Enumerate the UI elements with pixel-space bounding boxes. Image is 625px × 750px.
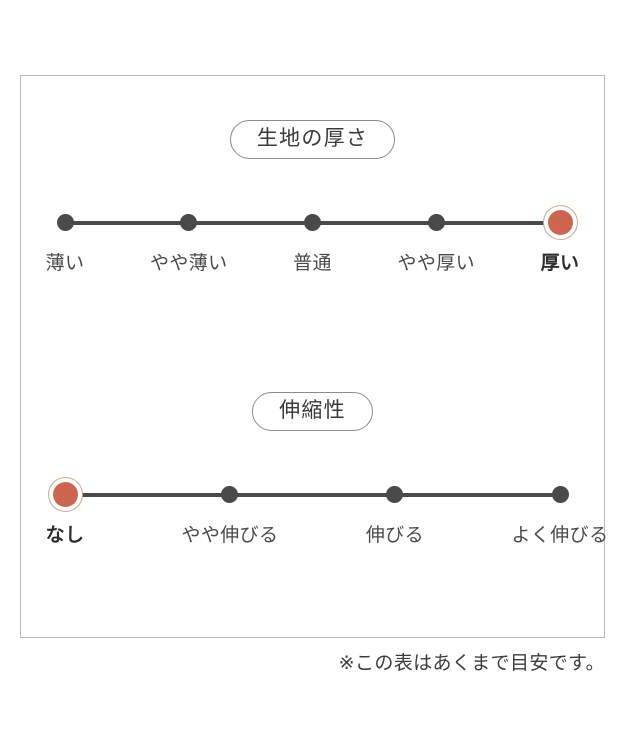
- scale-label-nobiru: 伸びる: [365, 524, 425, 546]
- scale-label-yoku-nobiru: よく伸びる: [511, 524, 609, 546]
- scale-label-atsui-selected: 厚い: [540, 252, 580, 274]
- scale-track-area-1: [21, 475, 604, 515]
- scale-dot-futsuu[interactable]: [304, 214, 321, 231]
- scale-title-row-1: 伸縮性: [21, 392, 604, 431]
- scale-title-pill-stretchiness: 伸縮性: [252, 392, 373, 431]
- scale-stretchiness: 伸縮性 なし やや伸びる 伸びる よく伸びる: [21, 392, 608, 557]
- scale-dot-nashi-selected[interactable]: [52, 482, 78, 507]
- scale-label-yaya-atsui: やや厚い: [397, 252, 476, 274]
- scale-dot-yaya-nobiru[interactable]: [221, 486, 239, 503]
- scale-labels-0: 薄い やや薄い 普通 やや厚い 厚い: [21, 251, 604, 285]
- scale-dot-usui[interactable]: [56, 214, 74, 231]
- scale-label-nashi-selected: なし: [45, 524, 85, 546]
- spec-table-frame: 生地の厚さ 薄い やや薄い 普通 やや厚い 厚い 伸縮性: [20, 75, 608, 638]
- scale-labels-1: なし やや伸びる 伸びる よく伸びる: [21, 523, 608, 557]
- scale-label-usui: 薄い: [45, 252, 85, 274]
- scale-dot-yaya-usui[interactable]: [180, 214, 198, 231]
- scale-dot-yaya-atsui[interactable]: [427, 214, 445, 231]
- scale-title-row-0: 生地の厚さ: [21, 120, 604, 159]
- scale-dot-yoku-nobiru[interactable]: [551, 486, 569, 503]
- footnote-disclaimer: ※この表はあくまで目安です。: [338, 652, 605, 674]
- scale-dot-nobiru[interactable]: [386, 486, 404, 503]
- scale-fabric-thickness: 生地の厚さ 薄い やや薄い 普通 やや厚い 厚い: [21, 120, 604, 285]
- scale-track-area-0: [21, 203, 604, 243]
- scale-label-yaya-usui: やや薄い: [149, 252, 228, 274]
- scale-title-pill-fabric-thickness: 生地の厚さ: [229, 120, 396, 159]
- scale-label-futsuu: 普通: [293, 252, 332, 274]
- scale-track-line-1: [65, 493, 560, 497]
- scale-label-yaya-nobiru: やや伸びる: [181, 524, 279, 546]
- scale-dot-atsui-selected[interactable]: [547, 210, 573, 235]
